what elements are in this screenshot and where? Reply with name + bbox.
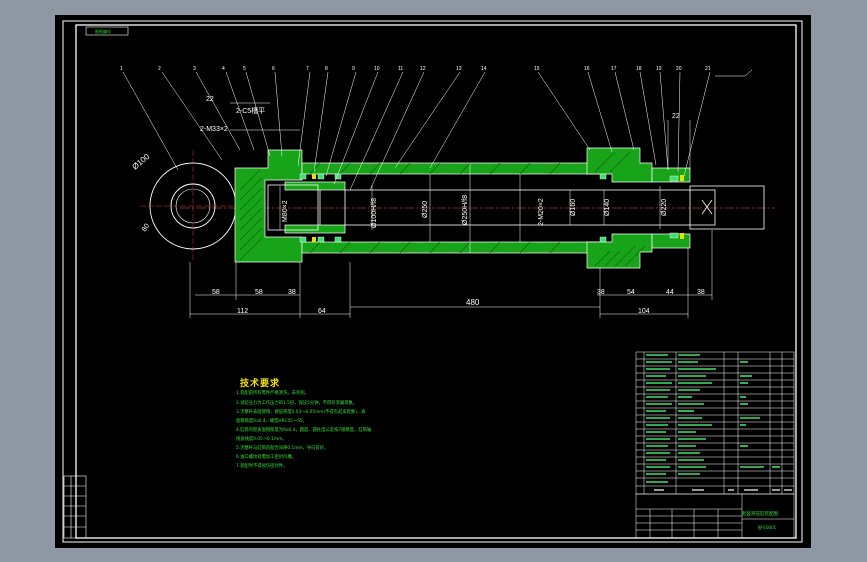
balloon: 18	[636, 66, 642, 72]
balloon: 9	[352, 66, 355, 72]
dim-ear-r: 80	[141, 223, 151, 233]
balloon: 4	[222, 66, 225, 72]
dim-rod-dia: Ø160	[570, 199, 577, 216]
dim-end-dia: Ø220	[661, 199, 668, 216]
balloon: 11	[398, 66, 403, 72]
balloon: 5	[243, 66, 246, 72]
inner-frame	[75, 24, 797, 539]
dim-port-thread: 2-M20×2	[538, 198, 545, 226]
balloon: 2	[158, 66, 161, 72]
dim-h480: 480	[466, 298, 480, 307]
tech-line: 面粗糙度Ra0.4，硬度HRC45～55。	[236, 419, 307, 424]
balloon: 8	[325, 66, 328, 72]
drawing-code: 图号0001	[758, 525, 777, 530]
balloon: 14	[481, 66, 487, 72]
dim-h44: 44	[666, 289, 674, 296]
balloon: 16	[584, 66, 590, 72]
dim-h112: 112	[237, 308, 248, 315]
dim-thread-port: 2-M33×2	[200, 126, 228, 133]
dimension-labels: Ø100 80 2-M33×2 2-C5槽平 22 22 M80×2 Ø100H…	[131, 96, 705, 315]
balloon: 10	[374, 66, 380, 72]
balloon: 6	[272, 66, 275, 72]
dim-piston-fit: Ø100H/f8	[371, 198, 378, 228]
balloon: 12	[420, 66, 426, 72]
tech-requirements-title: 技术要求	[240, 379, 281, 389]
dim-22-right: 22	[672, 113, 680, 120]
corner-tag: 图纸编号	[95, 29, 111, 34]
dim-h38b: 38	[597, 289, 605, 296]
dim-22-left: 22	[206, 96, 214, 103]
dim-h58b: 58	[255, 289, 263, 296]
balloon-labels: 1 2 3 4 5 6 7 8 9 10 11 12 13 14 15 16 1…	[120, 66, 711, 72]
tech-line: 2.试验压力为工作压力的1.5倍，保压5分钟，不得有渗漏现象。	[236, 401, 358, 406]
balloon: 21	[705, 66, 711, 72]
balloon: 17	[611, 66, 617, 72]
dim-rod-thread: M80×2	[282, 200, 289, 222]
cylinder-assembly	[122, 69, 775, 318]
dim-h54: 54	[627, 289, 635, 296]
dim-bore: Ø250	[422, 201, 429, 218]
dim-h38a: 38	[288, 289, 296, 296]
corner-tag-box	[85, 26, 129, 36]
drawing-canvas	[55, 15, 811, 548]
tech-line: 4.缸筒内壁表面粗糙度为Ra0.4，圆度、圆柱度公差按7级精度，缸筒轴	[236, 428, 372, 433]
tech-line: 3.活塞杆表面镀铬，镀层厚度0.03～0.05mm(不得有起皮现象)，表	[236, 410, 366, 415]
tech-line: 6.油口螺纹处需加工密封凹槽。	[236, 455, 296, 460]
drawing-title: 起竖液压缸装配图	[742, 512, 778, 517]
tech-line: 线直线度0.05～0.1mm。	[236, 437, 287, 442]
dim-h38c: 38	[697, 289, 705, 296]
dim-h64: 64	[318, 308, 326, 315]
balloon: 1	[120, 66, 123, 72]
title-block	[635, 493, 795, 539]
dim-keyway: 2-C5槽平	[236, 106, 265, 115]
parts-list-text	[646, 354, 780, 483]
parts-list-table	[635, 351, 795, 495]
tech-line: 5.活塞杆与缸筒的配合间隙0.1mm，导向良好。	[236, 446, 329, 451]
balloon: 3	[193, 66, 196, 72]
balloon: 13	[456, 66, 462, 72]
dim-h58a: 58	[212, 289, 220, 296]
tech-line: 1.装配前所有零件严格清洗，去毛刺。	[236, 391, 309, 396]
balloon: 15	[534, 66, 540, 72]
tech-line: 7.装配时不得损伤密封件。	[236, 464, 288, 469]
outer-frame	[62, 20, 803, 543]
dim-h104: 104	[638, 308, 650, 315]
dim-cyl-fit: Ø250H/f8	[462, 195, 469, 225]
dim-rod-dia2: Ø140	[604, 199, 611, 216]
balloon: 20	[676, 66, 682, 72]
balloon: 7	[306, 66, 309, 72]
left-side-strip	[63, 475, 87, 539]
balloon: 19	[656, 66, 662, 72]
